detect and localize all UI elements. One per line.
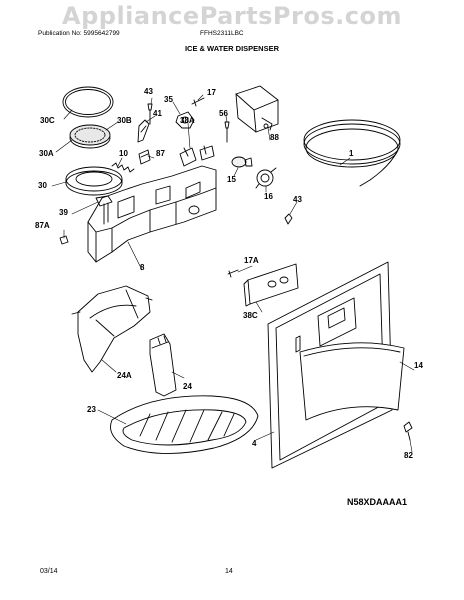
part-39-bracket xyxy=(95,195,113,207)
part-17a-screw xyxy=(227,269,239,278)
part-38a-brackets xyxy=(179,145,215,167)
part-30-auger-ring xyxy=(65,166,123,196)
callout-23: 23 xyxy=(87,405,96,414)
part-15-lamp-bulb xyxy=(231,156,253,168)
part-14-cover-flap xyxy=(299,342,405,421)
callout-39: 39 xyxy=(59,208,68,217)
part-16-lamp-socket xyxy=(255,167,277,189)
callout-30c: 30C xyxy=(40,116,55,125)
callout-17a: 17A xyxy=(244,256,259,265)
callout-16: 16 xyxy=(264,192,273,201)
callout-35: 35 xyxy=(164,95,173,104)
callout-30b: 30B xyxy=(117,116,132,125)
callout-30a: 30A xyxy=(39,149,54,158)
callout-4: 4 xyxy=(252,439,257,448)
callout-43-lower: 43 xyxy=(293,195,302,204)
callout-1: 1 xyxy=(349,149,354,158)
callout-14: 14 xyxy=(414,361,423,370)
footer-date: 03/14 xyxy=(40,568,58,575)
part-38c-switch-housing xyxy=(243,263,299,307)
part-8-dispenser-housing xyxy=(87,165,217,263)
part-17-screw xyxy=(191,97,205,107)
callout-17: 17 xyxy=(207,88,216,97)
callout-87: 87 xyxy=(156,149,165,158)
part-87-switch xyxy=(138,149,151,165)
callout-88: 88 xyxy=(270,133,279,142)
callout-10: 10 xyxy=(119,149,128,158)
part-88-solenoid xyxy=(235,85,279,133)
part-43-screw xyxy=(147,103,153,125)
callout-56: 56 xyxy=(219,109,228,118)
callout-8: 8 xyxy=(140,263,145,272)
part-82-screw xyxy=(403,421,413,441)
callout-38c: 38C xyxy=(243,311,258,320)
callout-24a: 24A xyxy=(117,371,132,380)
part-24a-ice-chute xyxy=(71,285,153,373)
callout-87a: 87A xyxy=(35,221,50,230)
callout-43: 43 xyxy=(144,87,153,96)
part-56-screw xyxy=(224,121,230,143)
part-41-lever xyxy=(137,119,150,143)
callout-41: 41 xyxy=(153,109,162,118)
callout-38a: 38A xyxy=(180,116,195,125)
callout-leader-lines xyxy=(51,94,415,453)
callout-82: 82 xyxy=(404,451,413,460)
callout-15: 15 xyxy=(227,175,236,184)
section-title: ICE & WATER DISPENSER xyxy=(184,44,280,53)
part-10-spring xyxy=(111,162,135,173)
page-number: 14 xyxy=(225,568,233,575)
model-number: FFHS2311LBC xyxy=(200,30,244,37)
part-30a-filter-disc xyxy=(69,124,111,149)
part-35-actuator xyxy=(175,111,195,129)
publication-number: Publication No: 5995642799 xyxy=(38,30,120,37)
part-43-lower-screw xyxy=(284,213,293,225)
diagram-code: N58XDAAAA1 xyxy=(347,497,408,507)
callout-30: 30 xyxy=(38,181,47,190)
callout-24: 24 xyxy=(183,382,192,391)
site-watermark: AppliancePartsPros.com xyxy=(62,2,402,30)
part-23-drip-tray xyxy=(110,395,259,454)
part-1-water-tube xyxy=(303,119,401,187)
part-30c-gasket-ring xyxy=(62,86,114,118)
part-24-actuator-arm xyxy=(149,333,177,397)
